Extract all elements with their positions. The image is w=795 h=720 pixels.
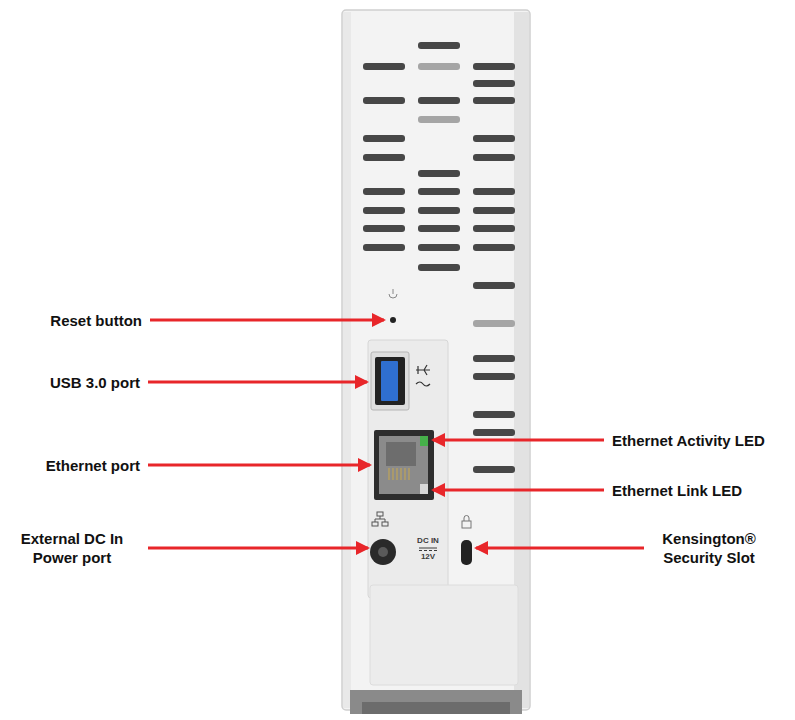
activity-led xyxy=(420,436,428,446)
ethernet-socket xyxy=(386,442,416,466)
device-foot xyxy=(362,702,510,714)
device-marking: 12V xyxy=(412,552,444,562)
device-marking: DC IN xyxy=(412,536,444,546)
link-led xyxy=(420,484,428,494)
vent-slots-light xyxy=(418,63,515,327)
part-label: Reset button xyxy=(0,311,142,330)
usb-tongue xyxy=(381,361,398,401)
network-icon xyxy=(372,512,388,526)
usb-logo xyxy=(416,365,430,386)
usb-port xyxy=(371,352,409,410)
ethernet-contacts xyxy=(389,468,409,480)
dc-symbol xyxy=(419,550,437,551)
dc-symbol xyxy=(419,548,437,549)
kensington-slot xyxy=(461,540,472,565)
lock-icon xyxy=(462,516,471,529)
reset-hole xyxy=(390,317,396,323)
leader-arrows xyxy=(148,320,644,548)
leader-arrow xyxy=(148,547,368,550)
leader-arrow xyxy=(148,464,370,467)
usb-opening xyxy=(375,357,405,405)
lower-panel xyxy=(370,585,518,685)
part-label: Kensington® Security Slot xyxy=(650,529,768,567)
device-housing xyxy=(342,10,530,710)
part-label: Ethernet port xyxy=(0,456,140,475)
part-label: External DC In Power port xyxy=(4,529,140,567)
leader-arrow xyxy=(150,319,384,322)
part-label: USB 3.0 port xyxy=(0,373,140,392)
leader-arrow xyxy=(433,489,604,492)
dc-jack xyxy=(370,539,396,565)
port-panel xyxy=(368,340,448,598)
ethernet-opening xyxy=(379,436,428,494)
leader-arrow xyxy=(148,381,367,384)
dc-jack-pin xyxy=(378,547,388,557)
leader-arrow xyxy=(433,439,604,442)
reset-icon xyxy=(389,294,397,298)
device-foot xyxy=(350,690,522,714)
part-label: Ethernet Link LED xyxy=(612,481,792,500)
reset-icon xyxy=(393,289,394,294)
housing-side xyxy=(343,12,351,708)
part-label: Ethernet Activity LED xyxy=(612,431,792,450)
ethernet-port xyxy=(374,430,434,500)
leader-arrow xyxy=(476,547,644,550)
